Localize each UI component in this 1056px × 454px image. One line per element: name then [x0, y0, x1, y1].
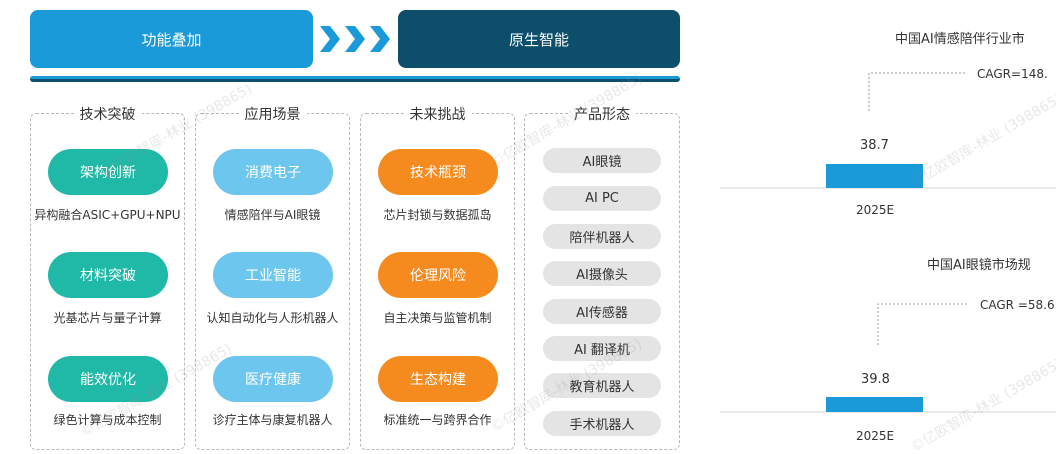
chevron-right-icon	[345, 26, 365, 52]
caption: 情感陪伴与AI眼镜	[224, 208, 321, 222]
caption: 认知自动化与人形机器人	[206, 311, 339, 325]
product-tag: AI摄像头	[543, 261, 661, 286]
chart-title: 中国AI眼镜市场规	[927, 258, 1031, 273]
cagr-bracket	[877, 303, 967, 345]
caption: 诊疗主体与康复机器人	[212, 413, 333, 427]
divider-bar-highlight	[30, 76, 680, 79]
caption: 自主决策与监管机制	[383, 311, 492, 325]
divider-bar	[30, 76, 680, 82]
product-tag: AI眼镜	[543, 148, 661, 173]
bar-value-label: 39.8	[861, 372, 890, 387]
pill-ethical-risk: 伦理风险	[378, 252, 498, 298]
product-tag: AI 翻译机	[543, 336, 661, 361]
banner-native-intelligence: 原生智能	[398, 10, 680, 68]
product-tag: AI传感器	[543, 299, 661, 324]
cagr-bracket	[868, 72, 965, 113]
cagr-annotation: CAGR =58.6	[980, 298, 1055, 312]
product-tag: 手术机器人	[543, 411, 661, 436]
pill-healthcare: 医疗健康	[213, 356, 333, 402]
pill-efficiency-optimization: 能效优化	[48, 356, 168, 402]
pill-ecosystem-building: 生态构建	[378, 356, 498, 402]
caption: 异构融合ASIC+GPU+NPU	[34, 208, 181, 222]
x-tick-label: 2025E	[856, 203, 895, 217]
bar	[826, 397, 923, 412]
banner-right-label: 原生智能	[508, 30, 569, 49]
pill-industrial-intelligence: 工业智能	[213, 252, 333, 298]
chevron-right-icon	[370, 26, 390, 52]
column-future-challenges: 未来挑战 技术瓶颈 芯片封锁与数据孤岛 伦理风险 自主决策与监管机制 生态构建 …	[360, 104, 515, 450]
banner-function-overlay: 功能叠加	[30, 10, 313, 68]
caption: 绿色计算与成本控制	[53, 413, 162, 427]
column-tech-breakthrough: 技术突破 架构创新 异构融合ASIC+GPU+NPU 材料突破 光基芯片与量子计…	[30, 104, 185, 450]
caption: 光基芯片与量子计算	[53, 311, 162, 325]
column-application-scenarios: 应用场景 消费电子 情感陪伴与AI眼镜 工业智能 认知自动化与人形机器人 医疗健…	[195, 104, 350, 450]
product-tag: AI PC	[543, 186, 661, 211]
pill-tech-bottleneck: 技术瓶颈	[378, 149, 498, 195]
column-title: 技术突破	[73, 104, 142, 124]
caption: 标准统一与跨界合作	[383, 413, 492, 427]
column-title: 应用场景	[238, 104, 307, 124]
cagr-annotation: CAGR=148.	[977, 67, 1048, 81]
chart-title: 中国AI情感陪伴行业市	[895, 32, 1025, 47]
pill-consumer-electronics: 消费电子	[213, 149, 333, 195]
product-tag: 教育机器人	[543, 373, 661, 398]
watermark: ©亿欧智库-林业 (398865)	[908, 90, 1056, 191]
column-title: 产品形态	[568, 104, 636, 124]
chevron-right-icon	[320, 26, 340, 52]
product-tag: 陪伴机器人	[543, 224, 661, 249]
x-tick-label: 2025E	[856, 429, 895, 443]
pill-architecture-innovation: 架构创新	[48, 149, 168, 195]
pill-material-breakthrough: 材料突破	[48, 252, 168, 298]
bar-value-label: 38.7	[860, 138, 889, 153]
column-title: 未来挑战	[403, 104, 472, 124]
column-product-forms: 产品形态 AI眼镜 AI PC 陪伴机器人 AI摄像头 AI传感器 AI 翻译机…	[524, 104, 680, 450]
bar	[826, 164, 923, 188]
chevron-arrows-icon	[320, 26, 390, 52]
banner-left-label: 功能叠加	[141, 30, 202, 49]
caption: 芯片封锁与数据孤岛	[383, 208, 492, 222]
watermark: ©亿欧智库-林业 (398865)	[908, 355, 1056, 454]
